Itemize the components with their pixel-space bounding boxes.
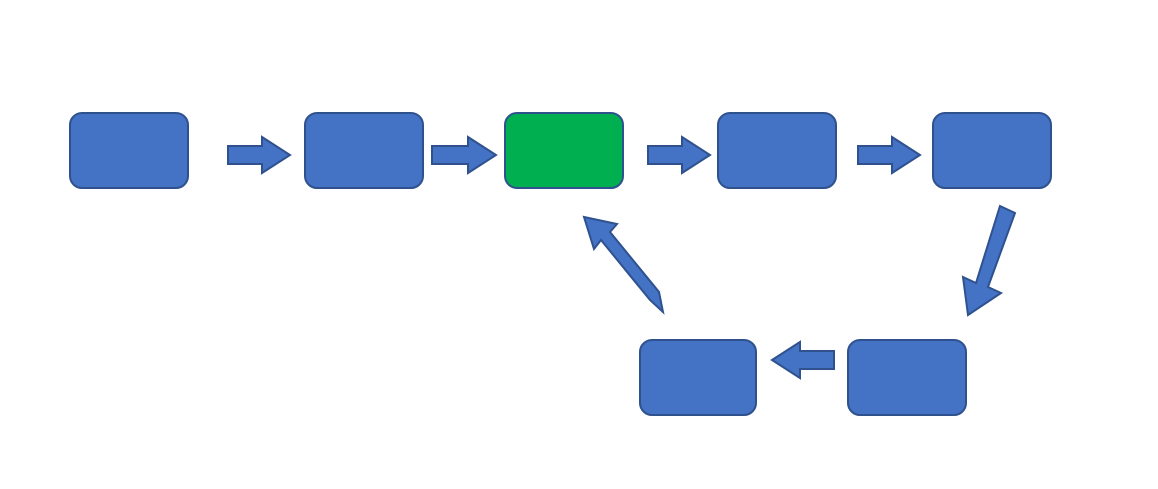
node-1[interactable]	[69, 112, 189, 189]
node-3-highlighted[interactable]	[504, 112, 624, 189]
node-7[interactable]	[639, 339, 757, 416]
arrow-node7-to-node3	[582, 215, 665, 315]
node-4[interactable]	[717, 112, 837, 189]
arrow-node3-to-node4	[647, 135, 712, 175]
arrow-node5-to-node6	[961, 204, 1017, 317]
node-2[interactable]	[304, 112, 424, 189]
arrow-node4-to-node5	[857, 135, 922, 175]
node-5[interactable]	[932, 112, 1052, 189]
arrow-node2-to-node3	[431, 135, 498, 175]
node-6[interactable]	[847, 339, 967, 416]
arrow-node1-to-node2	[227, 135, 292, 175]
arrow-node6-to-node7	[770, 340, 835, 380]
